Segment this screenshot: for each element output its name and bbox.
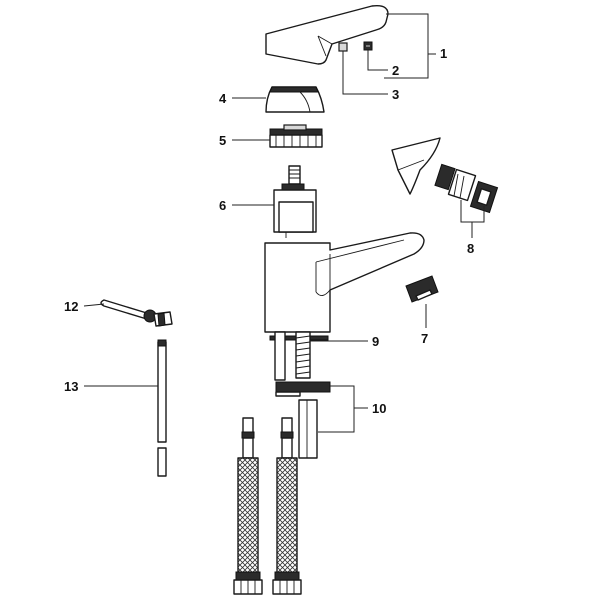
- leader-lines: [83, 13, 485, 433]
- callout-4: 4: [219, 91, 227, 106]
- callout-13: 13: [64, 379, 78, 394]
- callout-10: 10: [372, 401, 386, 416]
- part-9-threaded-stud: [269, 331, 329, 381]
- part-10-bracket: [275, 381, 331, 459]
- callout-labels: 1 2 3 4 5 6 7 8 9 10 12 13: [64, 46, 474, 416]
- part-4-cover-cap: [265, 86, 325, 113]
- part-5-threaded-nut: [269, 124, 323, 148]
- part-13-rod: [157, 339, 167, 477]
- part-12-lift-rod: [100, 299, 173, 327]
- part-8-aerator-assembly: [391, 137, 499, 214]
- flexible-hose-left: [233, 417, 263, 595]
- callout-12: 12: [64, 299, 78, 314]
- part-7-insert: [405, 275, 439, 303]
- callout-9: 9: [372, 334, 379, 349]
- callout-5: 5: [219, 133, 226, 148]
- part-6-cartridge: [273, 165, 317, 238]
- part-1-lever-handle: [265, 4, 389, 65]
- callout-1: 1: [440, 46, 447, 61]
- callout-2: 2: [392, 63, 399, 78]
- faucet-body: [264, 232, 425, 333]
- callout-6: 6: [219, 198, 226, 213]
- callout-7: 7: [421, 331, 428, 346]
- callout-3: 3: [392, 87, 399, 102]
- part-2-small-screw: [363, 41, 373, 51]
- callout-8: 8: [467, 241, 474, 256]
- part-3-grub-screw: [338, 42, 348, 52]
- flexible-hose-right: [272, 417, 302, 595]
